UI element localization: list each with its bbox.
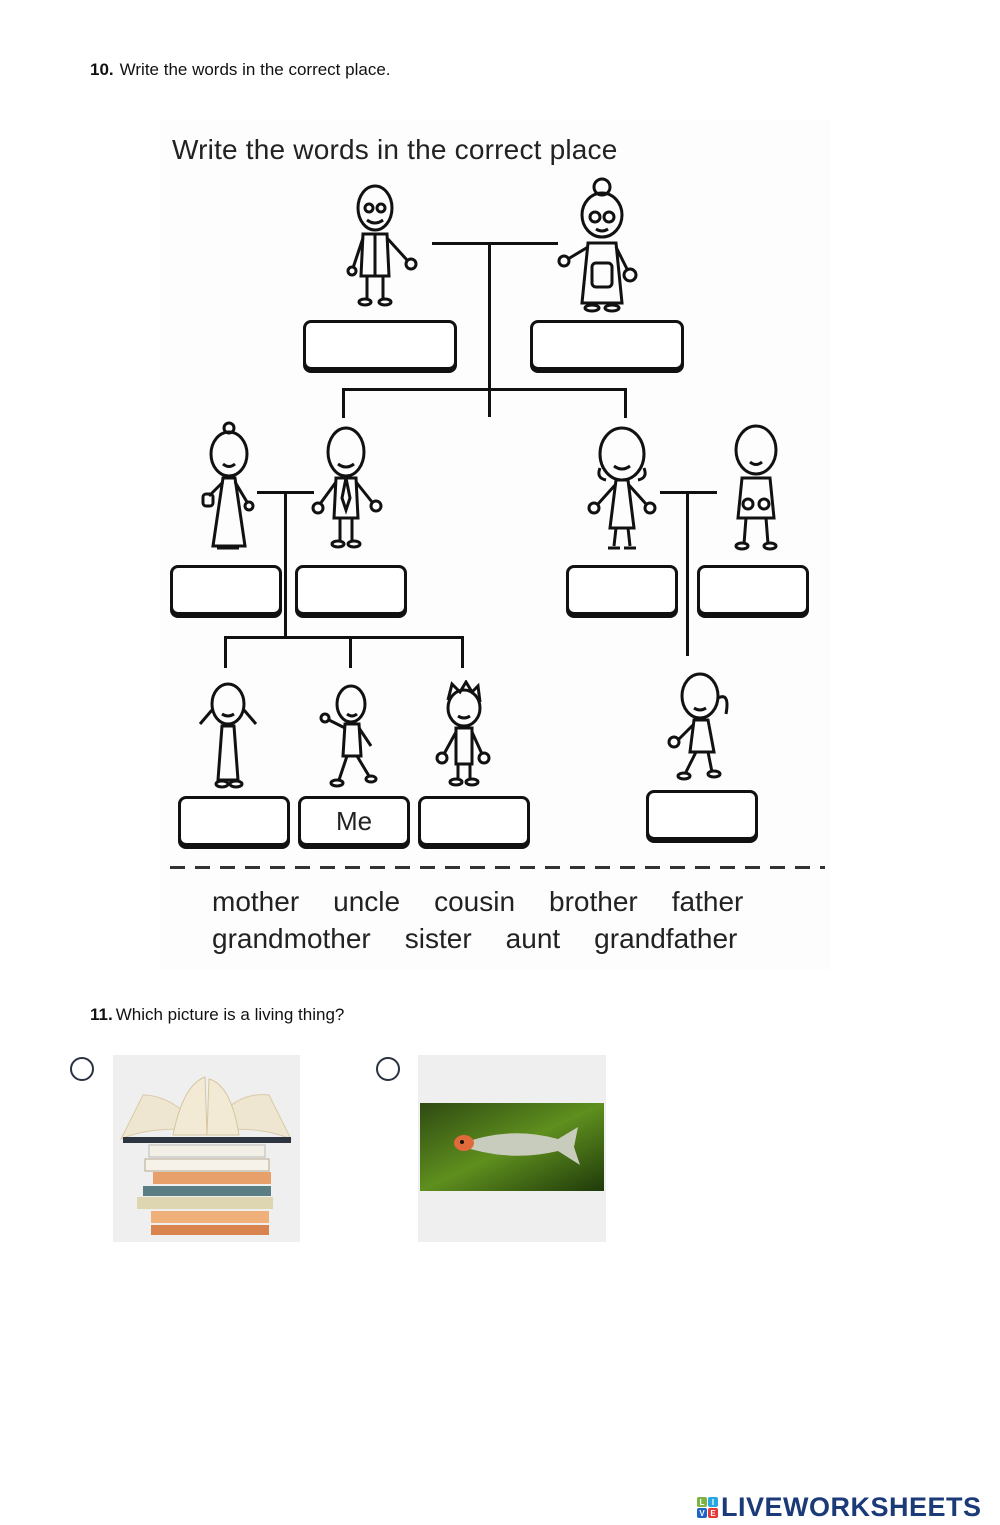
word-sister: sister <box>404 923 472 954</box>
uncle-figure <box>722 418 792 553</box>
cousin-figure <box>660 668 750 783</box>
option-fish-radio[interactable] <box>376 1057 400 1081</box>
me-answer-box: Me <box>298 796 410 846</box>
tree-line <box>432 242 558 245</box>
me-figure <box>315 680 385 790</box>
logo-icon: L I V E <box>697 1497 718 1518</box>
divider-dashes <box>170 866 825 869</box>
word-father: father <box>671 886 744 917</box>
grandfather-answer-box[interactable] <box>303 320 457 370</box>
logo-letter: I <box>708 1497 718 1507</box>
liveworksheets-logo: L I V E LIVEWORKSHEETS <box>697 1492 982 1523</box>
question-11: 11.Which picture is a living thing? <box>90 1005 344 1025</box>
cousin-answer-box[interactable] <box>646 790 758 840</box>
tree-line <box>342 388 345 418</box>
logo-letter: V <box>697 1508 707 1518</box>
word-bank-row-1: mother uncle cousin brother father <box>212 886 777 918</box>
word-brother: brother <box>549 886 638 917</box>
uncle-answer-box[interactable] <box>697 565 809 615</box>
brother-answer-box[interactable] <box>418 796 530 846</box>
grandmother-figure <box>552 175 652 315</box>
tree-line <box>349 636 352 668</box>
tree-line <box>342 388 627 391</box>
tree-line <box>224 636 464 639</box>
sister-figure <box>192 680 262 790</box>
question-number: 11. <box>90 1005 113 1024</box>
father-answer-box[interactable] <box>295 565 407 615</box>
books-image <box>113 1055 300 1242</box>
tree-line <box>284 491 287 639</box>
word-bank-row-2: grandmother sister aunt grandfather <box>212 923 771 955</box>
tree-line <box>488 242 491 417</box>
aunt-figure <box>578 418 668 553</box>
worksheet-title: Write the words in the correct place <box>172 134 618 165</box>
brother-figure <box>428 680 498 790</box>
father-figure <box>308 418 388 553</box>
logo-letter: E <box>708 1508 718 1518</box>
word-uncle: uncle <box>333 886 401 917</box>
fish-image <box>418 1055 606 1242</box>
logo-text: LIVEWORKSHEETS <box>721 1492 982 1522</box>
grandmother-answer-box[interactable] <box>530 320 684 370</box>
sister-answer-box[interactable] <box>178 796 290 846</box>
question-prompt: Write the words in the correct place. <box>119 60 391 79</box>
question-prompt: Which picture is a living thing? <box>115 1005 345 1024</box>
option-books-radio[interactable] <box>70 1057 94 1081</box>
tree-line <box>461 636 464 668</box>
family-tree-worksheet: Write the words in the correct place <box>160 120 830 970</box>
word-mother: mother <box>212 886 300 917</box>
grandfather-figure <box>345 180 425 308</box>
tree-line <box>686 491 689 656</box>
word-grandfather: grandfather <box>594 923 738 954</box>
word-aunt: aunt <box>505 923 561 954</box>
question-10: 10. Write the words in the correct place. <box>90 60 391 80</box>
tree-line <box>224 636 227 668</box>
mother-figure <box>195 420 265 555</box>
tree-line <box>624 388 627 418</box>
mother-answer-box[interactable] <box>170 565 282 615</box>
aunt-answer-box[interactable] <box>566 565 678 615</box>
word-cousin: cousin <box>434 886 516 917</box>
logo-letter: L <box>697 1497 707 1507</box>
word-grandmother: grandmother <box>212 923 371 954</box>
question-number: 10. <box>90 60 114 79</box>
